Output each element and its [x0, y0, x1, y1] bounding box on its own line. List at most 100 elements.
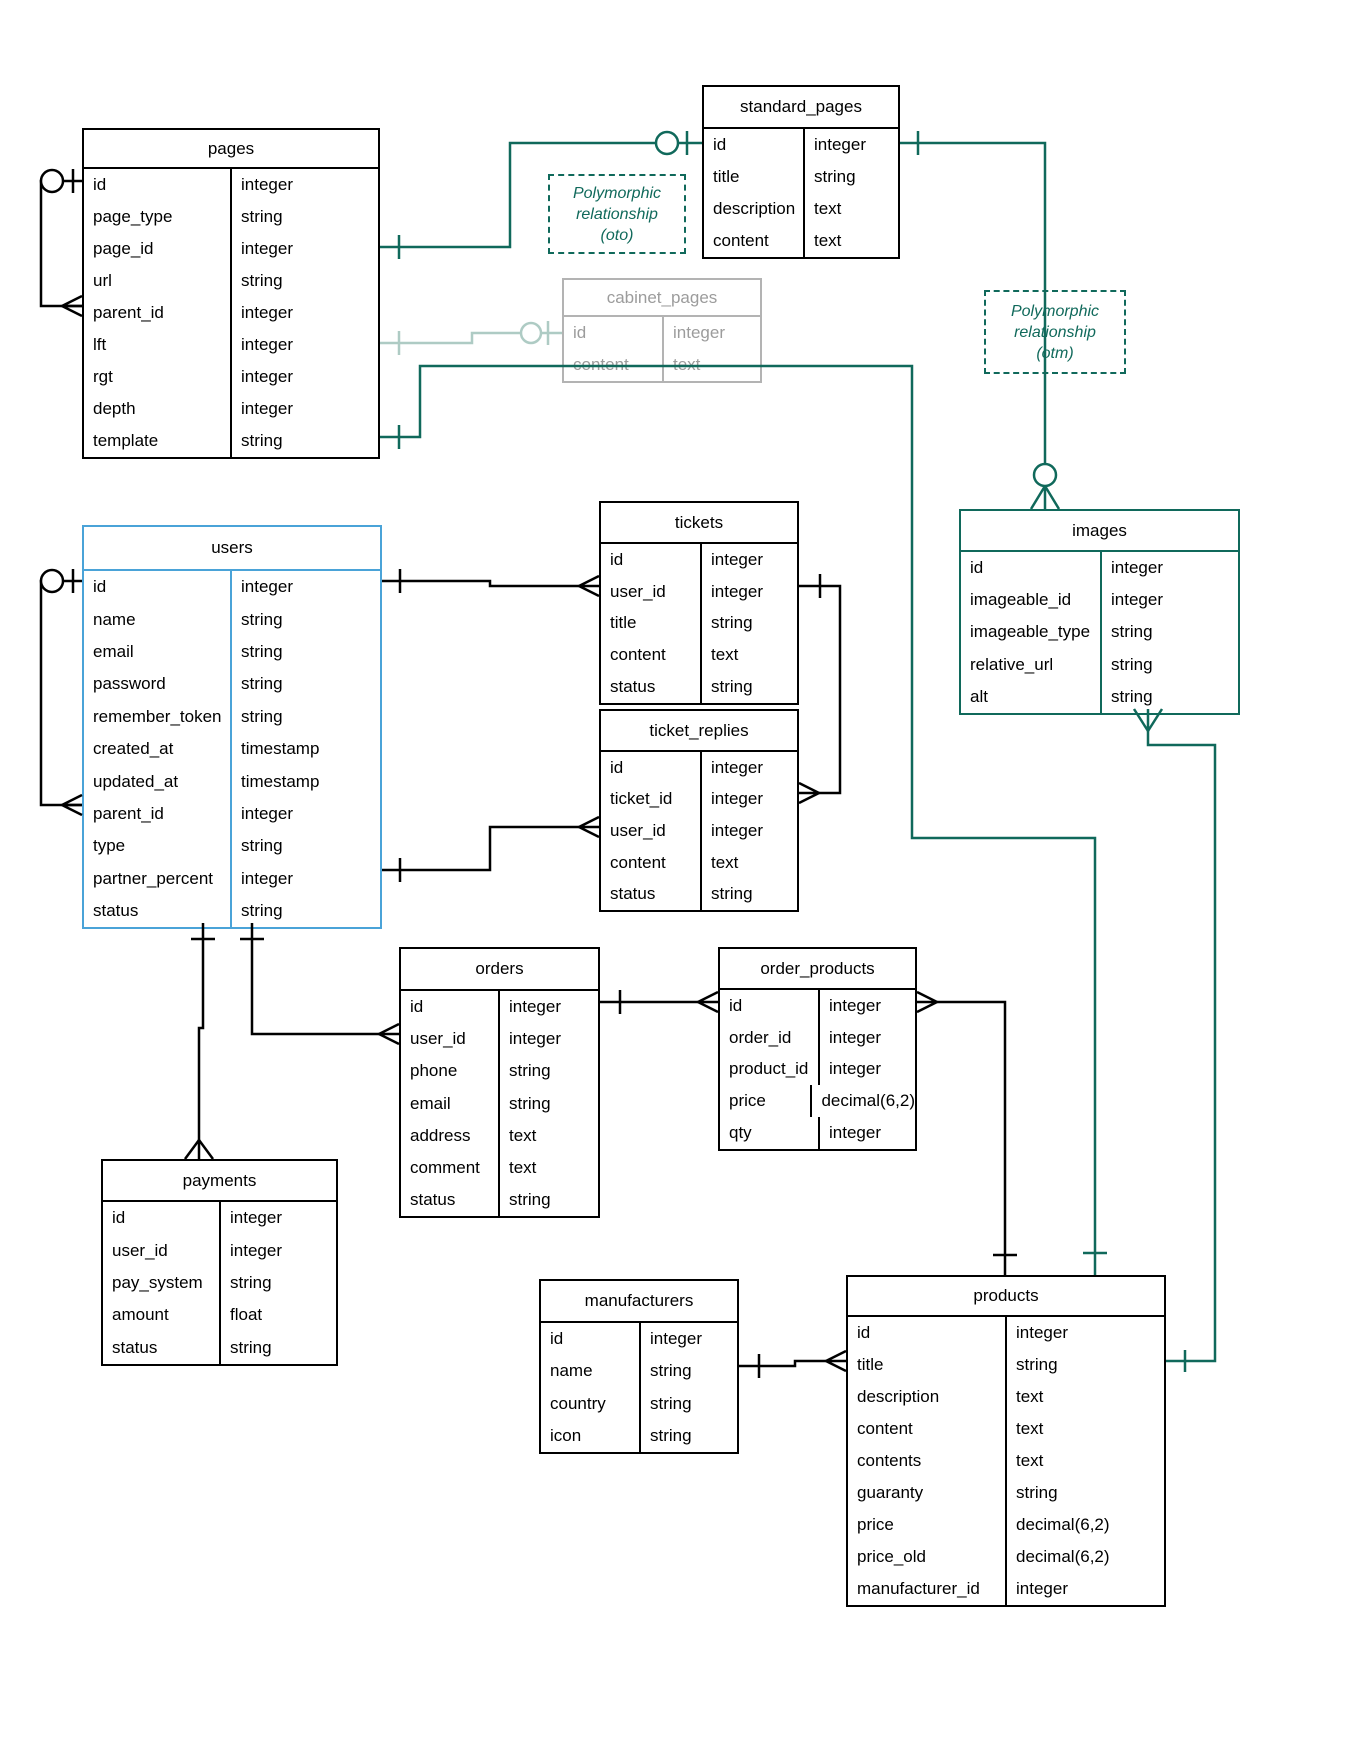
- field-type: decimal(6,2): [1016, 1515, 1110, 1534]
- field-type: string: [230, 1337, 272, 1357]
- field-name: email: [401, 1087, 500, 1120]
- field-type: integer: [509, 1029, 561, 1049]
- field-name: price_old: [848, 1541, 1007, 1573]
- field-type: timestamp: [241, 771, 320, 791]
- relation-users-payments: [183, 923, 215, 1160]
- table-row: name string: [541, 1355, 737, 1388]
- field-type: integer: [230, 1240, 282, 1260]
- field-name: user_id: [401, 1023, 500, 1056]
- field-type: integer: [673, 323, 725, 342]
- relation-pages-cabinet-pages: [380, 321, 562, 355]
- note-line: (otm): [1036, 344, 1074, 362]
- field-name: title: [848, 1349, 1007, 1381]
- field-name: price: [848, 1509, 1007, 1541]
- field-type: integer: [241, 399, 293, 418]
- field-type: string: [1111, 686, 1153, 706]
- field-name: id: [961, 552, 1102, 585]
- field-name: comment: [401, 1151, 500, 1185]
- field-name: partner_percent: [84, 862, 232, 895]
- field-type: integer: [711, 789, 763, 809]
- field-name: country: [541, 1387, 641, 1420]
- field-name: content: [704, 225, 805, 257]
- field-name: phone: [401, 1055, 500, 1088]
- table-title: tickets: [601, 503, 797, 544]
- field-name: lft: [84, 329, 232, 361]
- field-type: text: [509, 1158, 537, 1178]
- table-title: orders: [401, 949, 598, 991]
- table-row: rgt integer: [84, 361, 378, 393]
- field-type: integer: [241, 577, 293, 597]
- polymorphic-otm-note: Polymorphic relationship (otm): [984, 290, 1126, 374]
- field-name: contents: [848, 1445, 1007, 1477]
- field-name: user_id: [103, 1234, 221, 1267]
- field-type: string: [650, 1361, 692, 1381]
- field-type: integer: [241, 367, 293, 386]
- field-type: string: [1111, 654, 1153, 674]
- field-name: content: [564, 349, 664, 381]
- relation-tickets-ticket-replies: [798, 574, 842, 805]
- field-name: order_id: [720, 1021, 820, 1054]
- field-name: rgt: [84, 361, 232, 393]
- field-name: content: [601, 846, 702, 879]
- field-name: status: [84, 894, 232, 928]
- table-row: guaranty string: [848, 1477, 1164, 1509]
- field-name: guaranty: [848, 1477, 1007, 1509]
- field-name: name: [541, 1355, 641, 1388]
- relation-users-self: [39, 568, 83, 817]
- field-type: string: [241, 207, 283, 226]
- field-type: string: [711, 884, 753, 904]
- table-row: price decimal(6,2): [848, 1509, 1164, 1541]
- field-name: page_type: [84, 201, 232, 233]
- relation-pages-self: [39, 168, 83, 318]
- field-name: user_id: [601, 815, 702, 847]
- field-type: text: [1016, 1387, 1044, 1406]
- field-name: pay_system: [103, 1266, 221, 1300]
- field-type: string: [1016, 1483, 1058, 1502]
- field-type: integer: [829, 1059, 881, 1079]
- field-type: string: [509, 1061, 551, 1081]
- field-name: password: [84, 668, 232, 701]
- table-title: images: [961, 511, 1238, 552]
- table-title: cabinet_pages: [564, 280, 760, 317]
- field-name: title: [704, 161, 805, 193]
- table-title: users: [84, 527, 380, 571]
- field-name: description: [704, 193, 805, 225]
- field-type: string: [509, 1093, 551, 1113]
- relation-users-ticket-replies: [382, 815, 600, 882]
- field-name: parent_id: [84, 297, 232, 329]
- field-name: id: [84, 169, 232, 201]
- field-type: integer: [230, 1208, 282, 1228]
- field-type: integer: [711, 581, 763, 601]
- field-name: page_id: [84, 233, 232, 265]
- field-type: text: [1016, 1451, 1044, 1470]
- field-name: icon: [541, 1419, 641, 1453]
- field-type: integer: [509, 997, 561, 1017]
- table-row: email string: [401, 1087, 598, 1120]
